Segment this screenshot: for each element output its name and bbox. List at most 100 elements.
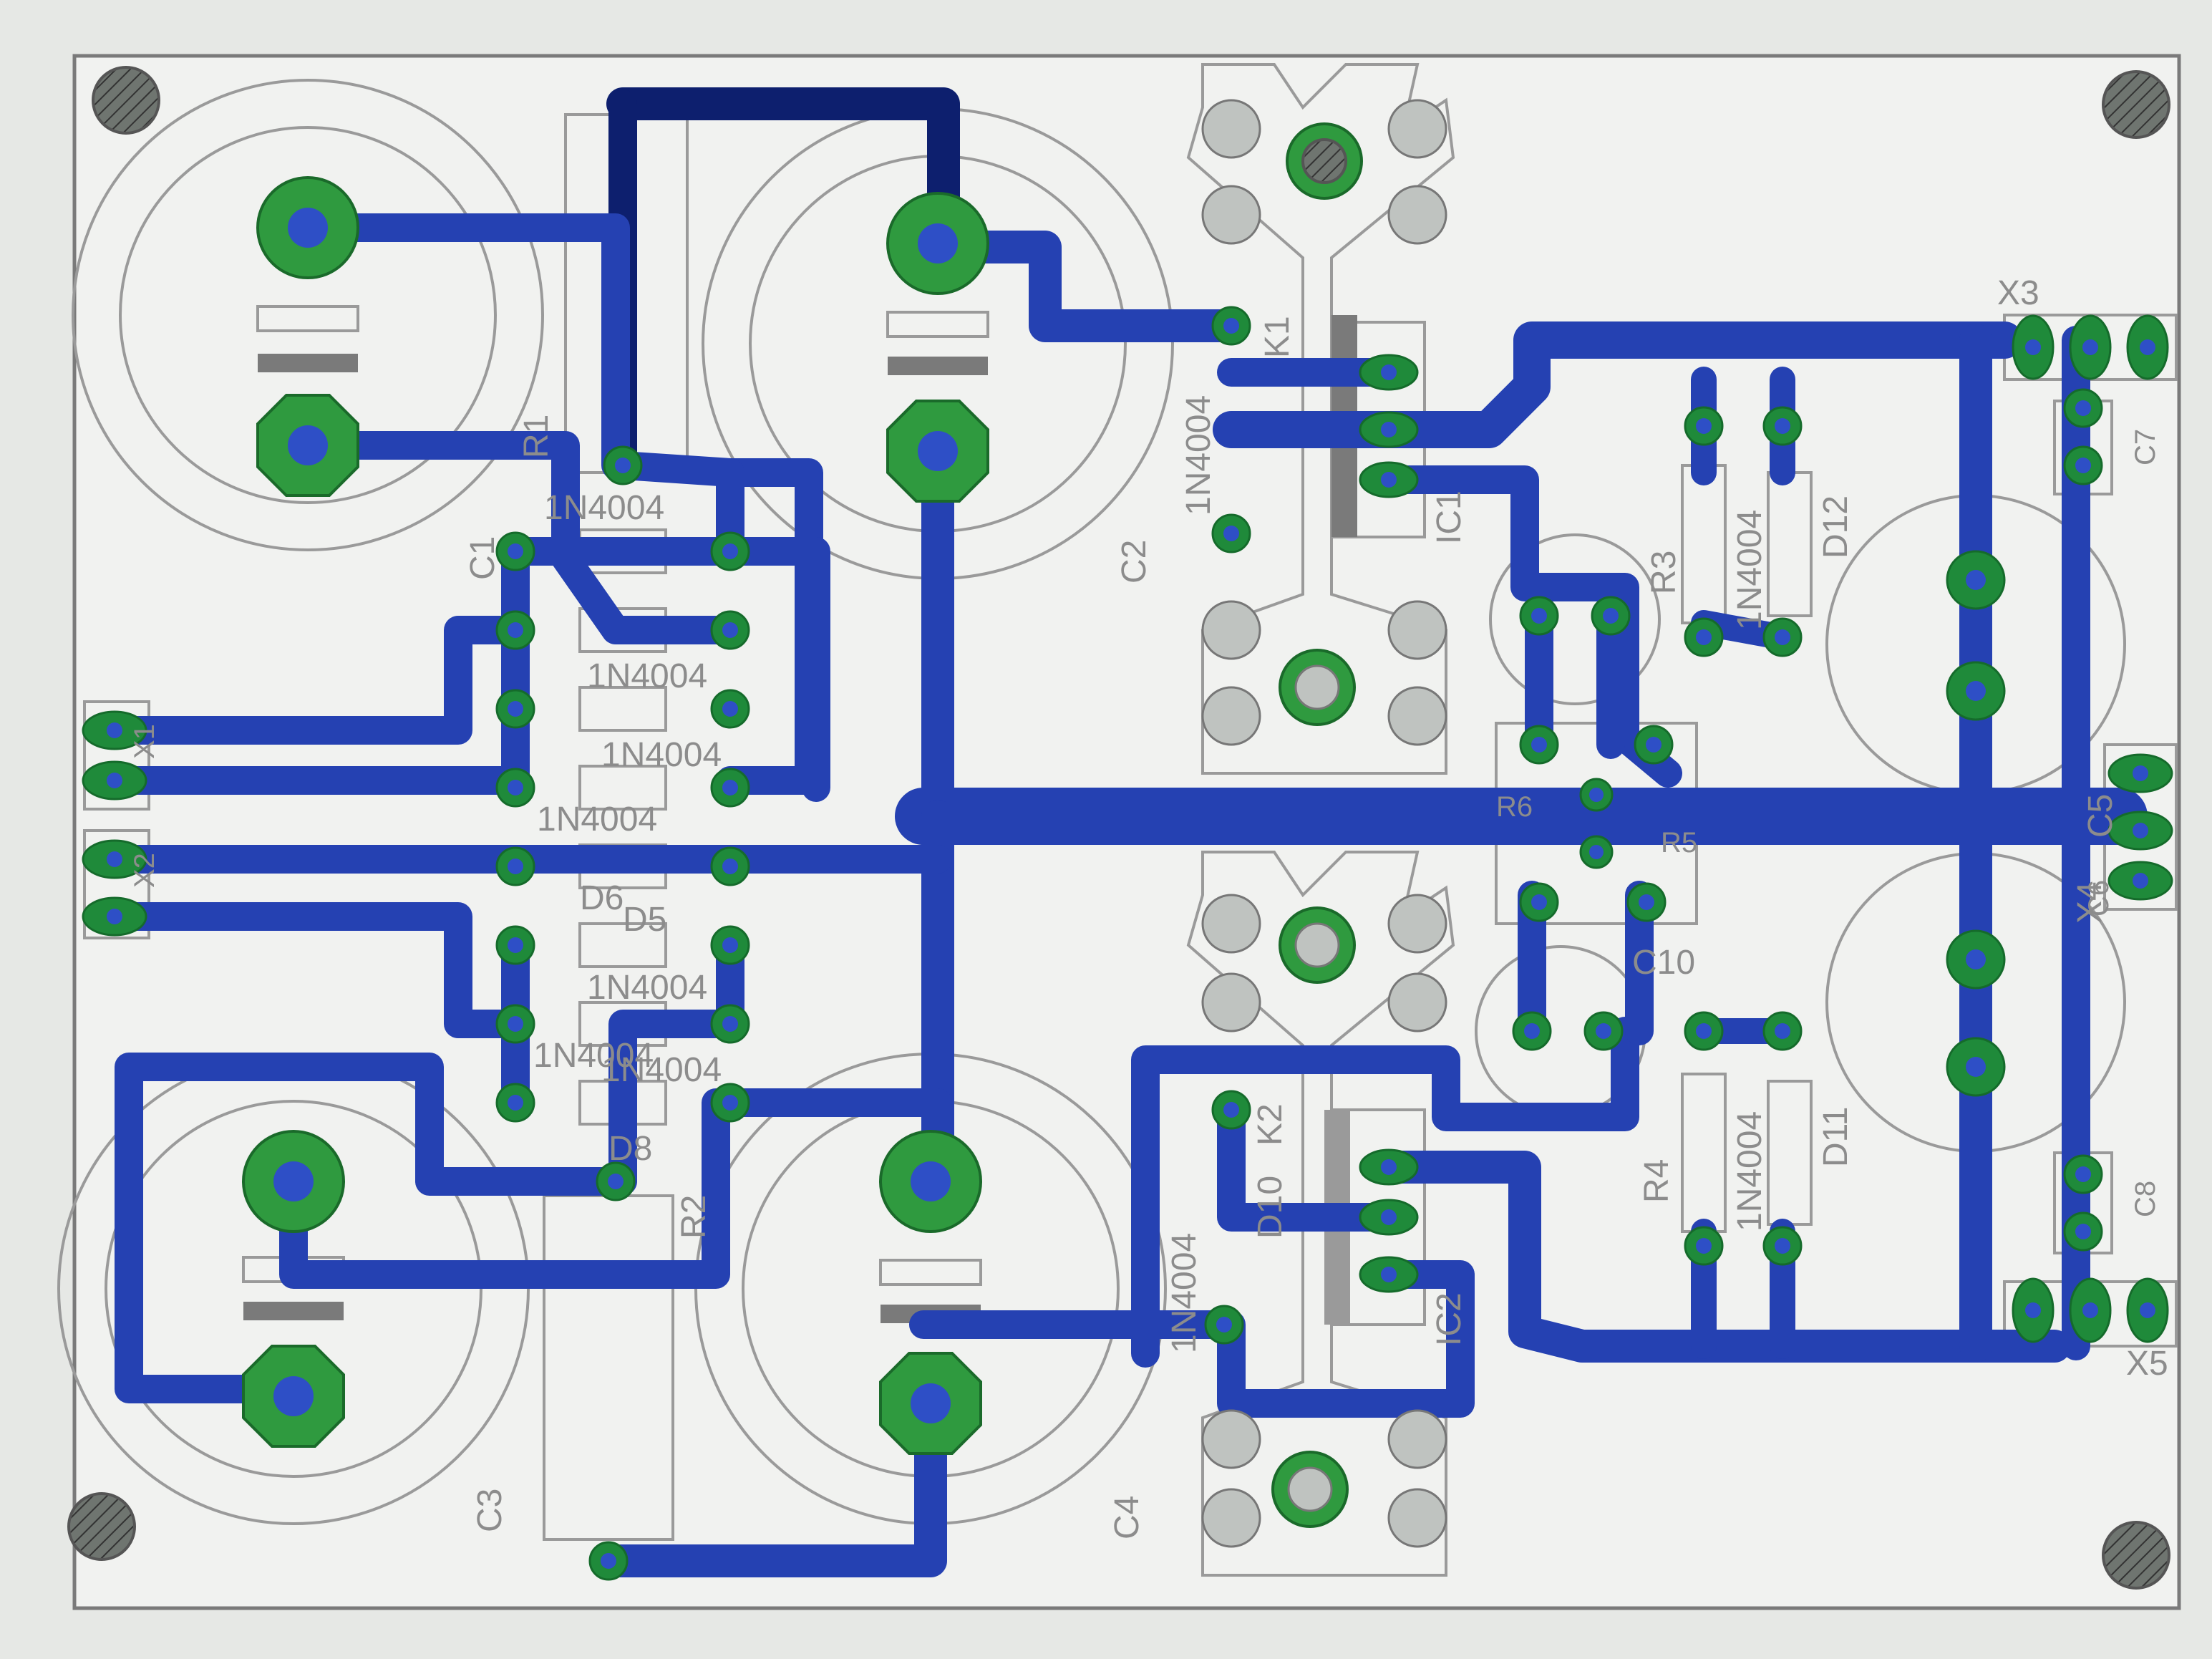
- silkscreen-labels: X1 X2 X3 X4 X5 C1 C2 C3 C4 C5 C6 C7 C8 C…: [129, 274, 2168, 1539]
- c1-pad-plus-hole: [288, 208, 328, 248]
- relay1-hole-2: [1201, 185, 1261, 245]
- trace-bridge-top: [608, 451, 744, 566]
- label-r2: R2: [675, 1195, 713, 1239]
- label-ic2: IC2: [1430, 1292, 1468, 1346]
- label-c10: C10: [1632, 944, 1695, 982]
- relay1-hole-8: [1387, 686, 1447, 746]
- trace-bridge-right-2: [501, 537, 830, 802]
- bridge-pads-left: [495, 531, 535, 1123]
- bridge-pads-center: [588, 445, 643, 1581]
- label-c1: C1: [464, 536, 502, 580]
- relay2-center-hole: [1294, 922, 1340, 968]
- c1-polarity-bar: [258, 354, 358, 372]
- label-c2: C2: [1115, 540, 1153, 584]
- c2-polarity-bar: [888, 357, 988, 375]
- label-k1: K1: [1258, 316, 1296, 358]
- label-d10: D10: [1251, 1176, 1289, 1239]
- relay1-center-hole: [1301, 138, 1347, 184]
- label-r6: R6: [1496, 791, 1533, 823]
- label-r5: R5: [1661, 827, 1697, 858]
- relay1-hole-3: [1387, 99, 1447, 159]
- mounting-hole-bottom-left: [67, 1492, 136, 1561]
- x1-outline: [83, 700, 150, 811]
- label-r4: R4: [1638, 1159, 1676, 1203]
- x2-outline: [83, 829, 150, 939]
- label-d11: D11: [1817, 1107, 1855, 1168]
- relay2-lower-hole: [1287, 1466, 1333, 1512]
- diode-body-3: [578, 686, 667, 732]
- trace-c1-plus: [295, 213, 630, 480]
- ic-pads: [1204, 306, 1419, 1345]
- relay2-hole-1: [1201, 894, 1261, 954]
- relay2-hole-2: [1201, 972, 1261, 1032]
- label-c5: C5: [2082, 794, 2120, 838]
- small-pads: [82, 306, 2173, 1581]
- trace-ic2-loop: [1131, 1017, 1639, 1368]
- trace-x1-pin1: [93, 616, 530, 745]
- mounting-hole-top-right: [2102, 70, 2170, 139]
- label-1n4004-f: 1N4004: [601, 1051, 722, 1089]
- c1-inner-outline: [119, 126, 497, 504]
- trace-ic1-pin3: [1374, 465, 1682, 788]
- label-x1: X1: [129, 724, 160, 759]
- label-1n4004-j: 1N4004: [1731, 1111, 1769, 1232]
- diode-body-4: [578, 765, 667, 811]
- c3-pad-plus-hole: [273, 1161, 314, 1201]
- relay-holes: [1201, 99, 1447, 1548]
- label-c7: C7: [2130, 429, 2161, 465]
- label-1n4004-g: 1N4004: [533, 1037, 654, 1075]
- trace-x2-pin2: [93, 902, 530, 1038]
- relay2-hole-4: [1387, 972, 1447, 1032]
- diode-body-6: [578, 922, 667, 968]
- c4-polarity-box: [879, 1259, 982, 1286]
- relay1-hole-1: [1201, 99, 1261, 159]
- label-r3: R3: [1645, 551, 1683, 594]
- c4-pad-plus-hole: [911, 1161, 951, 1201]
- relay2-hole-7: [1387, 1409, 1447, 1469]
- trace-c3-loop: [115, 1053, 630, 1403]
- relay1-hole-5: [1201, 600, 1261, 660]
- trace-ic2-to-x5: [1372, 1151, 2071, 1363]
- c2-pad-plus-hole: [918, 223, 958, 263]
- c1-pad-minus-hole: [288, 425, 328, 465]
- relay1-hole-4: [1387, 185, 1447, 245]
- label-x4: X4: [2071, 881, 2109, 924]
- relay2-hole-8: [1387, 1488, 1447, 1548]
- trace-c2-to-relay: [921, 231, 1248, 342]
- relay1-hole-6: [1201, 686, 1261, 746]
- label-d5: D5: [623, 901, 666, 939]
- label-1n4004-i: 1N4004: [1731, 510, 1769, 630]
- label-c8: C8: [2130, 1181, 2161, 1217]
- connector-pads-right: [2012, 314, 2173, 1343]
- trace-c4-ic2: [909, 1260, 1475, 1418]
- label-c3: C3: [471, 1489, 509, 1532]
- label-1n4004-h: 1N4004: [1180, 395, 1218, 516]
- label-1n4004-e: 1N4004: [587, 969, 707, 1007]
- right-section-pads: [1512, 388, 2103, 1266]
- label-d8: D8: [608, 1130, 652, 1168]
- mounting-hole-bottom-right: [2102, 1521, 2170, 1590]
- c3-polarity-bar: [243, 1302, 344, 1320]
- label-x3: X3: [1997, 274, 2039, 312]
- relay2-hole-5: [1201, 1409, 1261, 1469]
- mounting-hole-top-left: [92, 66, 160, 135]
- heatsink-upper-outline: [1186, 63, 1455, 775]
- label-1n4004-d: 1N4004: [537, 801, 657, 838]
- connector-pads-left: [82, 710, 147, 937]
- label-ic1: IC1: [1430, 490, 1468, 544]
- label-1n4004-b: 1N4004: [587, 657, 707, 695]
- mounting-holes: [67, 66, 2170, 1590]
- relay2-hole-6: [1201, 1488, 1261, 1548]
- label-d12: D12: [1817, 495, 1855, 558]
- relay2-hole-3: [1387, 894, 1447, 954]
- label-1n4004-c: 1N4004: [601, 736, 722, 774]
- trace-bridge-bottom: [608, 931, 744, 1196]
- c2-pad-minus-hole: [918, 431, 958, 471]
- label-1n4004-a: 1N4004: [544, 489, 664, 527]
- small-cap-upper-outline: [1489, 533, 1661, 705]
- label-r1: R1: [518, 415, 556, 458]
- capacitor-pads: [242, 176, 989, 1455]
- c1-polarity-box: [256, 305, 359, 332]
- label-c6: C6: [2083, 880, 2115, 916]
